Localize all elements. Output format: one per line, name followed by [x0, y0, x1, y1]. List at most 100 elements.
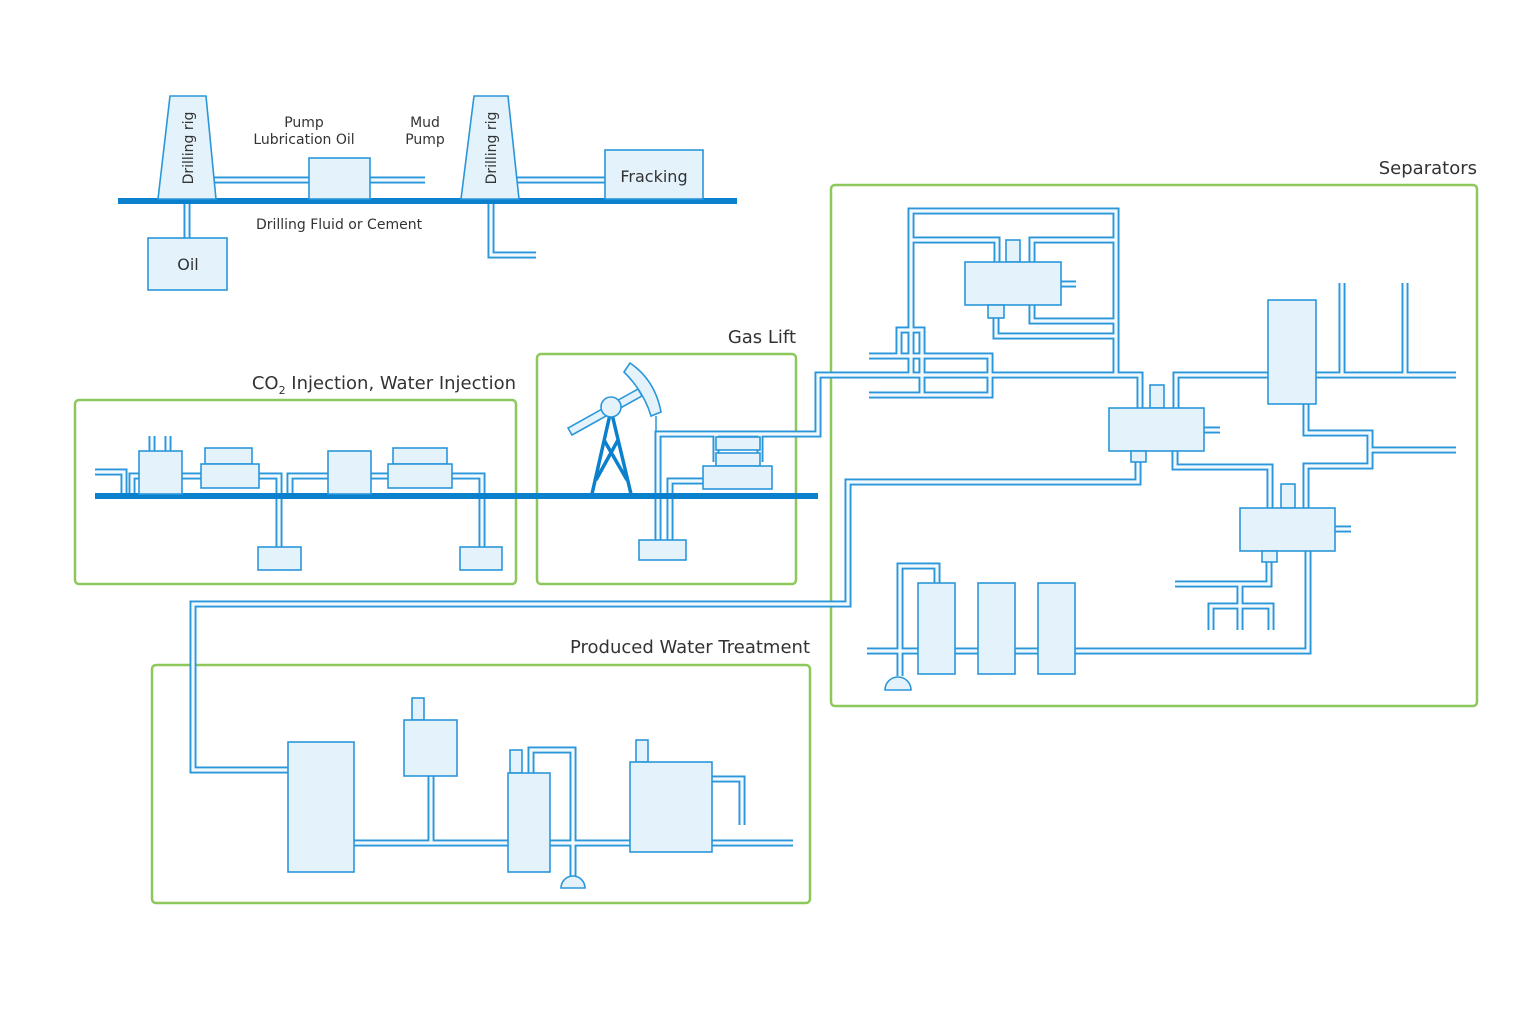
pipe-inner: [288, 474, 328, 494]
settling-tank: [287, 741, 355, 873]
separator-drain: [1261, 550, 1278, 563]
drilling-rig-left: [157, 95, 217, 200]
meter-hoop: [392, 447, 448, 465]
pipe: [666, 477, 703, 540]
separator-drain: [987, 304, 1005, 319]
pipe: [148, 436, 172, 451]
water-injection-meter: [387, 463, 453, 489]
pipe-inner: [994, 318, 1116, 338]
pipe: [452, 472, 486, 547]
pipe: [1028, 305, 1116, 325]
pipe-inner: [656, 373, 1142, 540]
gas-lift-manifold: [715, 452, 761, 467]
pipe-inner: [1030, 305, 1116, 323]
gas-lift-well-tank: [638, 539, 687, 561]
pipe: [1028, 236, 1116, 262]
mud-pump-label-line2: Pump: [405, 132, 445, 148]
pipe: [1175, 562, 1273, 588]
pipe: [1171, 451, 1274, 508]
pipe-inner: [897, 328, 924, 395]
meter-hoop: [204, 447, 253, 465]
pump-jack-tower: [590, 409, 633, 495]
filter-vessel: [1037, 582, 1076, 675]
pipe: [95, 468, 128, 494]
injection-zone: [73, 398, 518, 586]
pipe: [487, 201, 536, 259]
pipe-inner: [1173, 451, 1272, 508]
pipe-inner: [95, 470, 126, 494]
pipe: [911, 236, 1001, 262]
pipe: [1338, 283, 1409, 375]
pipe-inner: [1209, 584, 1273, 630]
injection-well-tank: [257, 546, 302, 571]
vent-stack: [635, 739, 649, 763]
water-treatment-zone: [150, 663, 812, 905]
drilling-rig-right: [460, 95, 520, 200]
pipe-inner: [452, 474, 484, 547]
pipe-inner: [259, 474, 281, 547]
pump-jack-pivot: [600, 396, 622, 418]
pipe: [1302, 404, 1374, 508]
oil-tank: [147, 237, 228, 291]
pipe-inner: [191, 462, 1140, 772]
filter-vessel: [917, 582, 956, 675]
mud-pump-label-line1: Mud: [410, 115, 440, 131]
pipe-inner: [909, 209, 1118, 375]
vent-stack: [411, 697, 425, 721]
separator-vent: [1149, 384, 1165, 409]
pipe-inner: [1304, 404, 1372, 508]
separator-drain: [1130, 450, 1147, 463]
water-treatment-zone-title: Produced Water Treatment: [570, 637, 810, 658]
pipe-inner: [712, 777, 744, 825]
flotation-unit: [507, 772, 551, 873]
drilling-rig-left-label: Drilling rig: [181, 112, 197, 185]
drain-dome: [560, 875, 586, 889]
pipe: [286, 472, 328, 494]
pipe: [712, 775, 746, 825]
fracking-unit: [604, 149, 704, 200]
oil-label: Oil: [177, 255, 198, 274]
pipe-inner: [898, 564, 939, 676]
vent-stack: [509, 749, 523, 774]
pipe-inner: [529, 748, 575, 877]
filter-vessel: [977, 582, 1016, 675]
pipe-inner: [150, 436, 170, 451]
gas-lift-compressor: [702, 465, 773, 490]
separators-zone: [829, 183, 1479, 708]
separator-vent: [1005, 239, 1021, 263]
pump-lubrication-unit: [308, 157, 371, 200]
pipe-inner: [130, 474, 139, 494]
pipe-inner: [869, 354, 992, 397]
pipe-inner: [668, 479, 703, 540]
gas-lift-zone: [535, 352, 798, 586]
injection-compressor: [138, 450, 183, 495]
drain-dome: [884, 676, 912, 691]
separators-zone-title: Separators: [1379, 158, 1477, 179]
pipe-inner: [911, 238, 999, 262]
pipe-inner: [1174, 373, 1456, 408]
pump-jack: [566, 361, 662, 495]
pipe-inner: [1175, 562, 1271, 586]
drilling-rig-right-label: Drilling rig: [484, 112, 500, 185]
pipe-inner: [1340, 283, 1407, 375]
gas-lift-zone-title: Gas Lift: [728, 327, 796, 348]
pump-jack-horse-head: [622, 361, 662, 418]
separator-lower: [1239, 507, 1336, 552]
water-injection-pump: [327, 450, 372, 495]
injection-meter: [200, 463, 260, 489]
fracking-label: Fracking: [620, 167, 687, 186]
chemical-dosing-tank: [403, 719, 458, 777]
pipe-inner: [1030, 238, 1116, 262]
pipe: [259, 472, 283, 547]
pump-label-line2: Lubrication Oil: [253, 132, 354, 148]
separator-middle: [1108, 407, 1205, 452]
injection-well-tank: [459, 546, 503, 571]
drilling-fluid-label: Drilling Fluid or Cement: [256, 217, 423, 233]
separator-top: [964, 261, 1062, 306]
pipe-inner: [489, 201, 536, 257]
scrubber-vessel: [1267, 299, 1317, 405]
separator-vent: [1280, 483, 1296, 509]
pump-label-line1: Pump: [284, 115, 324, 131]
treated-water-tank: [629, 761, 713, 853]
